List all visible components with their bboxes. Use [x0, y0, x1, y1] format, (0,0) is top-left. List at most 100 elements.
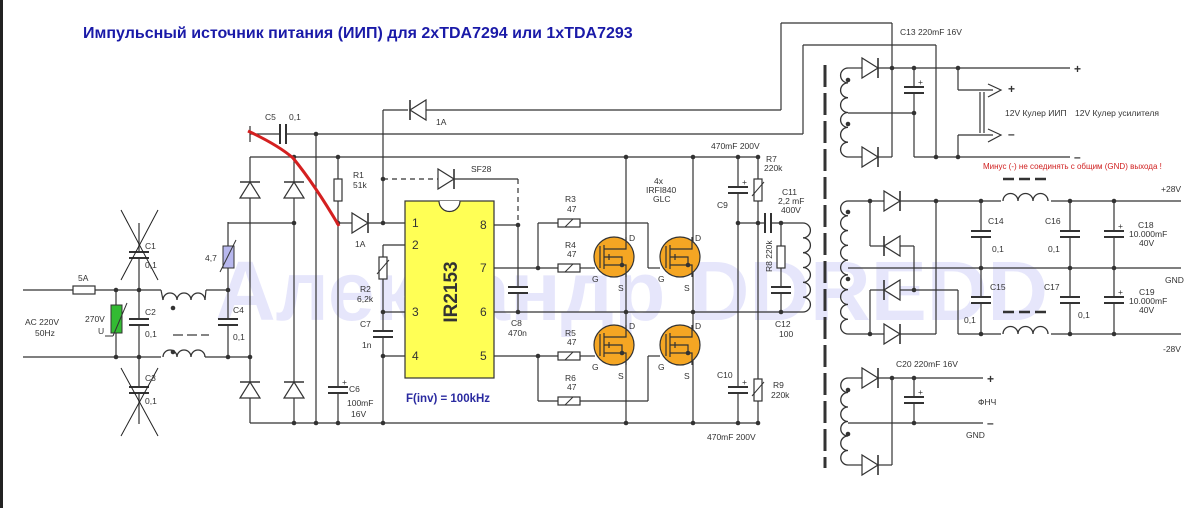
primary-winding [802, 222, 811, 313]
sf28-icon [437, 167, 456, 191]
res-mark [564, 396, 574, 406]
junction-dot [1111, 198, 1117, 204]
c14-label: C14 [988, 216, 1004, 226]
cap-gap [128, 387, 150, 393]
junction-dot [136, 354, 142, 360]
junction-dot [225, 354, 231, 360]
cap-plus: + [742, 177, 747, 187]
fan-amp-label: 12V Кулер усилителя [1075, 108, 1159, 118]
pin-5: 5 [480, 349, 487, 363]
rectifier-diode-icon [861, 145, 880, 169]
c18-label: C18 [1138, 220, 1154, 230]
diode-body [883, 322, 902, 346]
c7-icon [372, 330, 394, 338]
junction-dot [380, 420, 386, 426]
cap-gap [1103, 297, 1125, 303]
c1-label: C1 [145, 241, 156, 251]
d2-label: 1A [436, 117, 447, 127]
junction-dot [978, 331, 984, 337]
junction-dot [889, 65, 895, 71]
mosfet-icon [659, 236, 701, 278]
thermistor-icon [222, 245, 235, 269]
c3-value: 0,1 [145, 396, 157, 406]
r1-label: R1 [353, 170, 364, 180]
cap-gap [1059, 297, 1081, 303]
junction-dot [755, 154, 761, 160]
junction-dot [335, 154, 341, 160]
pin-6: 6 [480, 305, 487, 319]
c7-value: 1n [362, 340, 372, 350]
cap-gap [903, 87, 925, 93]
cap-plus: + [918, 387, 923, 397]
junction-dot [535, 265, 541, 271]
r4-label: R4 [565, 240, 576, 250]
freq-label: 50Hz [35, 328, 55, 338]
d2-icon [408, 98, 427, 122]
c6-icon: + [327, 377, 349, 394]
junction-dot [291, 420, 297, 426]
diode-body [238, 180, 262, 199]
c12-label: C12 [775, 319, 791, 329]
v-pos-label: +28V [1161, 184, 1181, 194]
bridge-diode-icon [282, 380, 306, 399]
junction-dot [933, 198, 939, 204]
c13-icon: + [903, 77, 925, 94]
res-body [776, 245, 786, 269]
lpf-label: ФНЧ [978, 397, 996, 407]
c18-value: 10.000mF [1129, 229, 1167, 239]
mosfet-s-label: S [618, 371, 624, 381]
ic-name: IR2153 [441, 261, 462, 322]
res-mark [376, 259, 390, 275]
r3-value: 47 [567, 204, 577, 214]
thermistor-label: 4,7 [205, 253, 217, 263]
c17-value: 0,1 [1078, 310, 1090, 320]
junction-dot [735, 154, 741, 160]
junction-dot [845, 121, 851, 127]
fuse-icon [72, 285, 96, 295]
c16-icon [1059, 230, 1081, 238]
r9-label: R9 [773, 380, 784, 390]
mosfet-d-label: D [629, 233, 635, 243]
c5-value: 0,1 [289, 112, 301, 122]
junction-dot [313, 420, 319, 426]
c1-icon [128, 251, 150, 259]
c5-label: C5 [265, 112, 276, 122]
c6-label: C6 [349, 384, 360, 394]
r7-icon [751, 178, 765, 202]
secondary-winding-28v [840, 200, 849, 335]
c8-icon [507, 286, 529, 294]
v-neg-label: -28V [1163, 344, 1181, 354]
c11-icon [764, 212, 772, 234]
ac-label: AC 220V [25, 317, 59, 327]
pin-7: 7 [480, 261, 487, 275]
junction-dot [755, 420, 761, 426]
r7-value: 220k [764, 163, 783, 173]
r7-label: R7 [766, 154, 777, 164]
c9-icon: + [727, 177, 749, 194]
r5-icon [557, 351, 581, 361]
junction-dot [889, 375, 895, 381]
c19-value: 10.000mF [1129, 296, 1167, 306]
mosfet-icon [593, 236, 635, 278]
junction-dot [1111, 265, 1117, 271]
c15-value: 0,1 [964, 315, 976, 325]
mosfet-s-label: S [684, 283, 690, 293]
fan-minus: – [1008, 127, 1015, 141]
bridge-diode-icon [282, 180, 306, 199]
cap-gap [128, 252, 150, 258]
pin-4: 4 [412, 349, 419, 363]
c17-label: C17 [1044, 282, 1060, 292]
r1-icon [333, 178, 343, 202]
res-body [333, 178, 343, 202]
res-mark [564, 218, 574, 228]
diode-body [282, 180, 306, 199]
cross-out-mark [120, 209, 159, 281]
c9-label: C9 [717, 200, 728, 210]
mosfet-model: IRFI840 [646, 185, 677, 195]
c8-label: C8 [511, 318, 522, 328]
junction-dot [685, 262, 691, 268]
c4-label: C4 [233, 305, 244, 315]
r8-icon [776, 245, 786, 269]
junction-dot [113, 287, 119, 293]
cap-gap [1103, 231, 1125, 237]
